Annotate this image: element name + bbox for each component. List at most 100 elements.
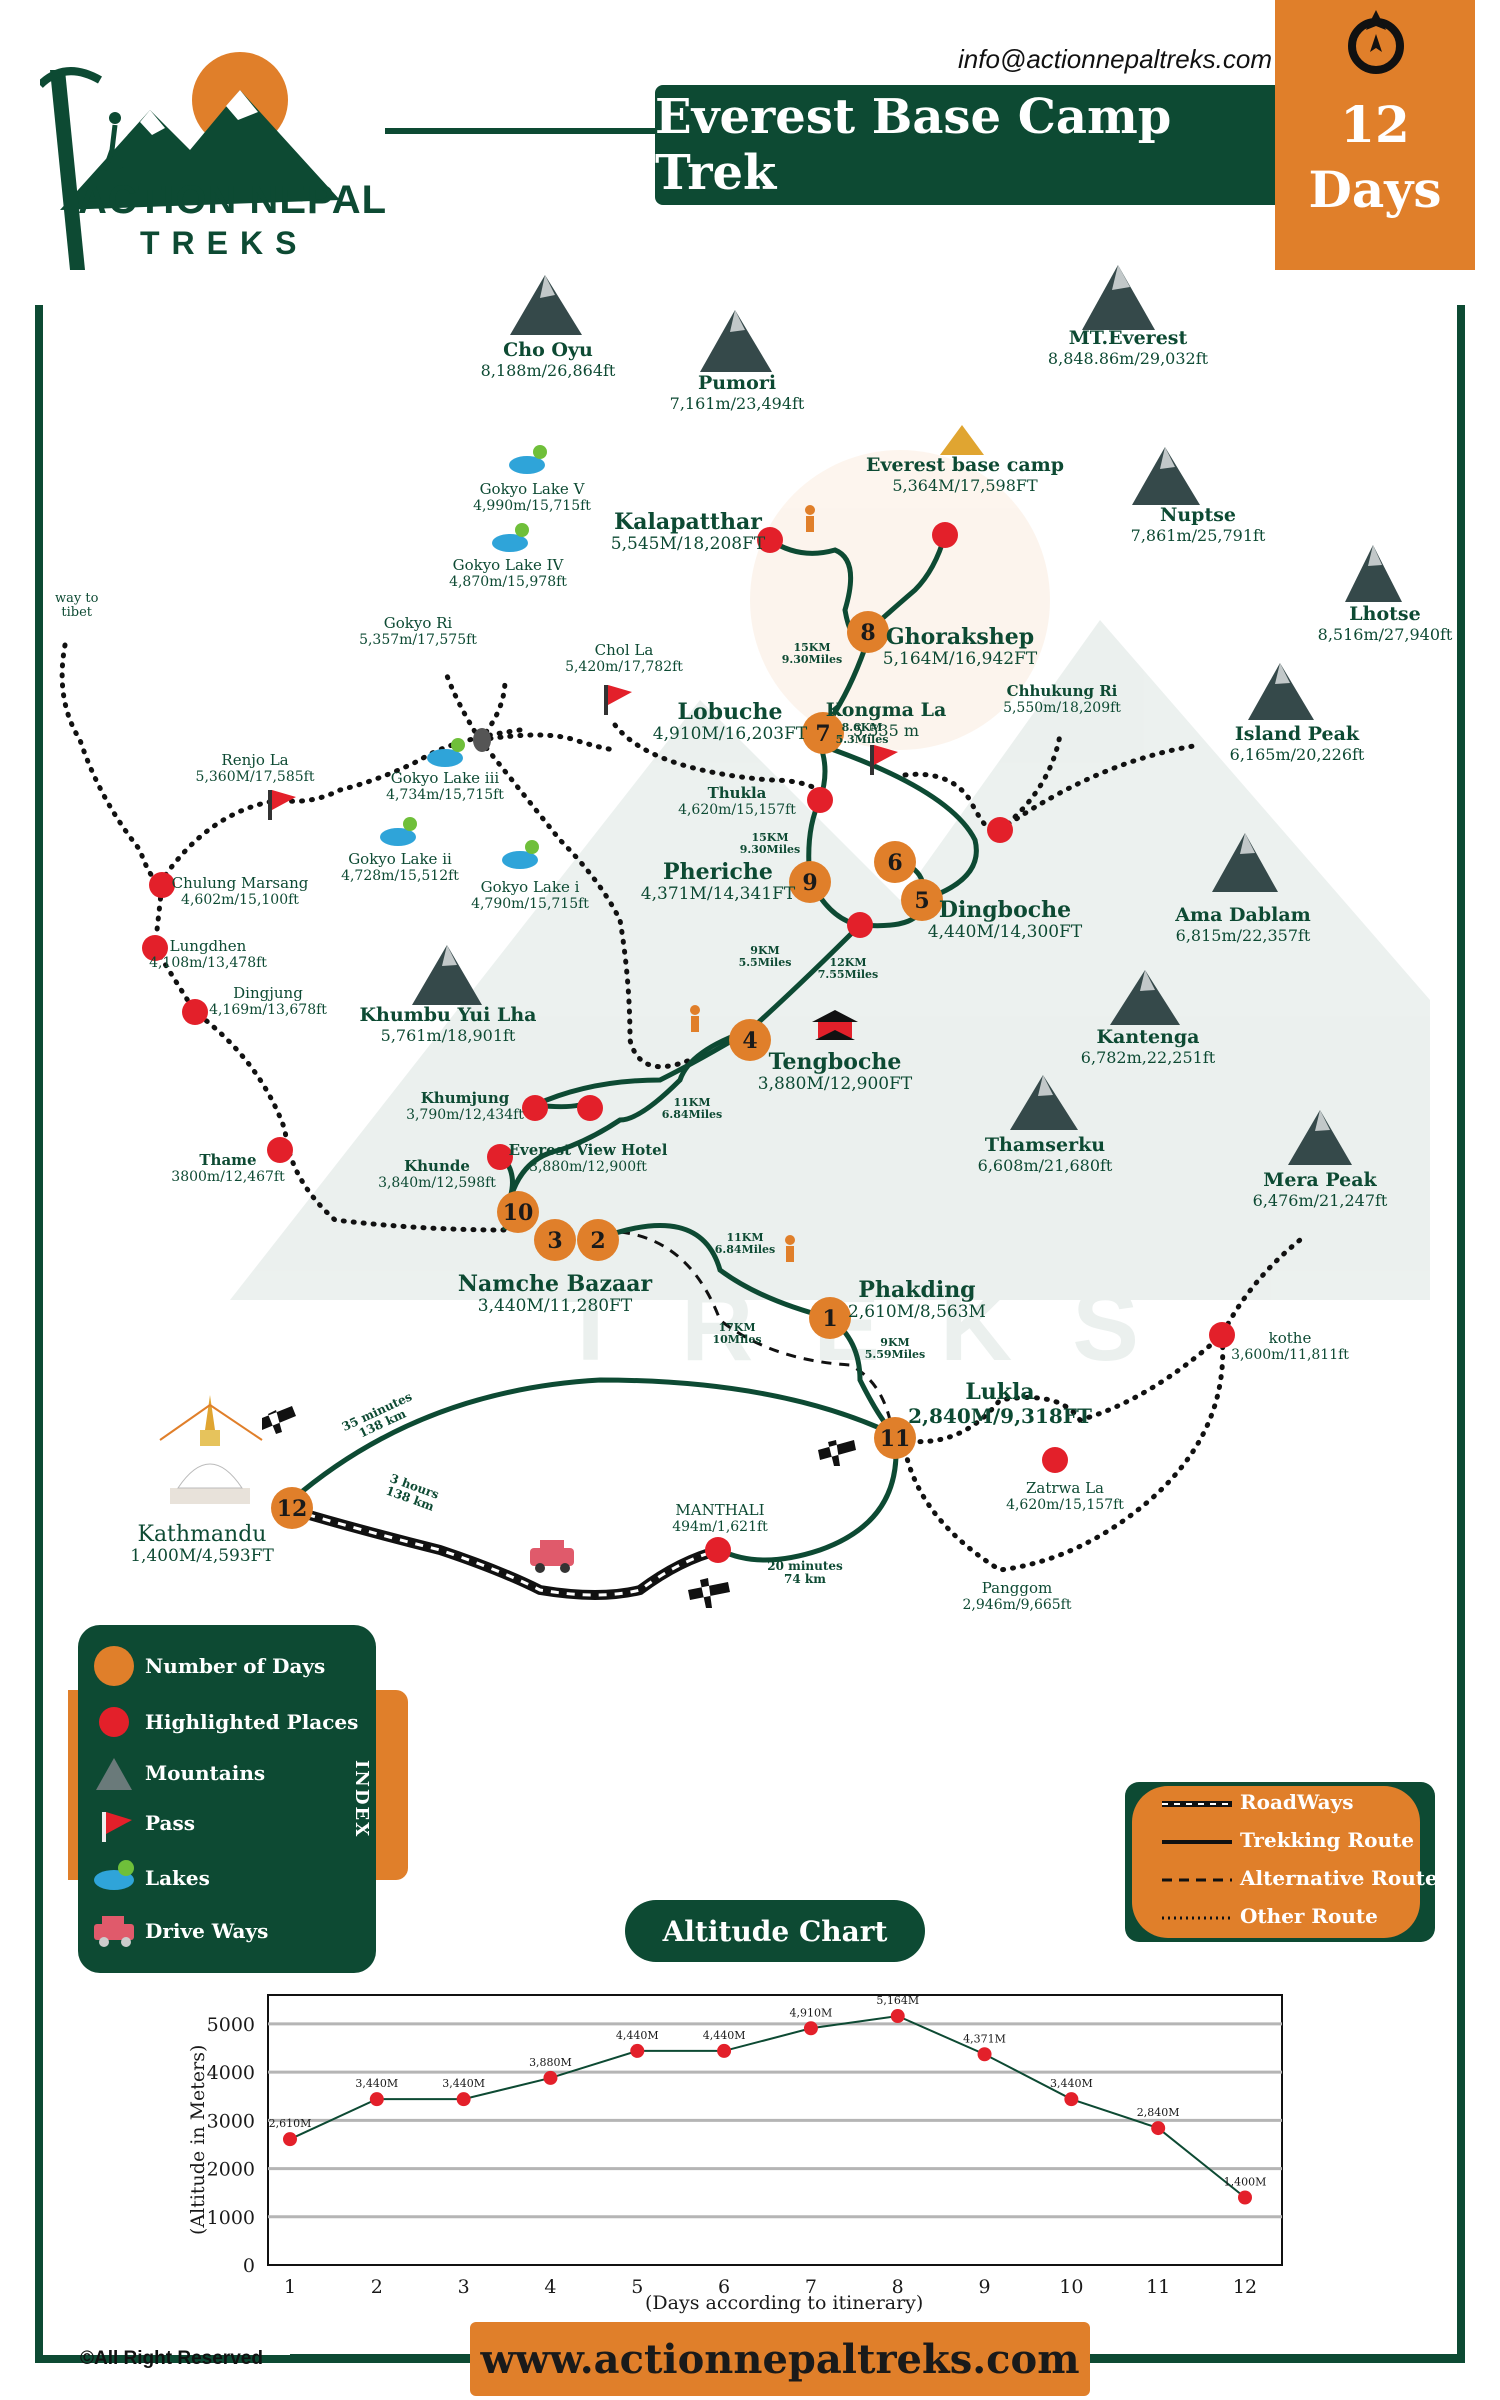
- altitude-point-label: 2,840M: [1137, 2106, 1180, 2119]
- day-marker: [271, 611, 943, 1529]
- other-routes: [59, 642, 1303, 1573]
- jeep-legend-icon: [94, 1916, 134, 1947]
- x-tick-label: 2: [371, 2276, 383, 2298]
- legend-pass: Pass: [145, 1811, 195, 1835]
- altitude-point-label: 4,371M: [963, 2032, 1006, 2045]
- day-1: 1: [822, 1306, 837, 1332]
- day-4: 4: [742, 1028, 757, 1054]
- chart-plot-area: [267, 1994, 1283, 2266]
- legend-alternative-route: Alternative Route: [1240, 1866, 1438, 1890]
- pass-legend-icon: [102, 1812, 132, 1842]
- day-9: 9: [802, 870, 817, 896]
- footer-rule-right: [1090, 2354, 1460, 2360]
- altitude-point-label: 3,440M: [1050, 2077, 1093, 2090]
- day-marker-icon: [94, 1646, 134, 1686]
- x-tick-label: 4: [544, 2276, 556, 2298]
- monastery-icon: [812, 1010, 858, 1040]
- altitude-point: [456, 2092, 471, 2107]
- website-url[interactable]: www.actionnepaltreks.com: [480, 2335, 1080, 2383]
- altitude-point: [630, 2043, 645, 2058]
- hiker-icon: [690, 505, 815, 1262]
- mountain-icon: [412, 265, 1402, 1165]
- legend-drive-ways: Drive Ways: [145, 1919, 269, 1943]
- email-address[interactable]: info@actionnepaltreks.com: [958, 44, 1272, 74]
- legend-trekking-route: Trekking Route: [1240, 1828, 1414, 1852]
- x-tick-label: 12: [1233, 2276, 1257, 2298]
- x-tick-label: 11: [1146, 2276, 1170, 2298]
- website-link[interactable]: www.actionnepaltreks.com: [470, 2322, 1090, 2396]
- day-11: 11: [880, 1426, 911, 1452]
- day-3: 3: [547, 1228, 562, 1254]
- day-8: 8: [860, 620, 875, 646]
- brand-name: ACTION NEPAL: [78, 178, 388, 222]
- footer-rule-left: [290, 2354, 470, 2360]
- day-10: 10: [503, 1200, 534, 1226]
- altitude-point-label: 4,440M: [616, 2029, 659, 2042]
- x-tick-label: 8: [892, 2276, 904, 2298]
- header-rule: [385, 128, 660, 134]
- y-tick-label: 4000: [207, 2062, 255, 2084]
- y-tick-label: 3000: [207, 2110, 255, 2132]
- legend-number-of-days: Number of Days: [145, 1654, 326, 1678]
- days-label: Days: [1308, 160, 1442, 219]
- highlight-dot-icon: [99, 1707, 129, 1737]
- x-tick-label: 6: [718, 2276, 730, 2298]
- y-tick-label: 5000: [207, 2014, 255, 2036]
- trek-map: ACTION NEPAL TREKS: [59, 265, 1430, 1608]
- day-6: 6: [887, 850, 902, 876]
- altitude-point: [803, 2021, 818, 2036]
- lake-icon: [380, 456, 545, 869]
- altitude-point-label: 2,610M: [269, 2117, 312, 2130]
- jeep-icon: [530, 1540, 574, 1573]
- y-tick-label: 0: [243, 2255, 255, 2277]
- lake-legend-icon: [94, 1860, 134, 1890]
- altitude-point: [369, 2092, 384, 2107]
- day-12: 12: [277, 1496, 308, 1522]
- y-tick-label: 1000: [207, 2207, 255, 2229]
- legend-highlighted-places: Highlighted Places: [145, 1710, 359, 1734]
- altitude-point: [283, 2132, 297, 2147]
- altitude-line: [289, 2014, 1246, 2199]
- altitude-point: [1064, 2092, 1079, 2107]
- altitude-point-label: 3,440M: [442, 2077, 485, 2090]
- legend-other-route: Other Route: [1240, 1904, 1378, 1928]
- svg-text:ACTION NEPAL: ACTION NEPAL: [360, 1103, 1400, 1260]
- highlighted-place-dot: [142, 522, 1235, 1563]
- copyright-text: ©All Right Reserved: [80, 2348, 263, 2369]
- index-label: INDEX: [351, 1760, 372, 1839]
- stupa-icon: [159, 1395, 263, 1504]
